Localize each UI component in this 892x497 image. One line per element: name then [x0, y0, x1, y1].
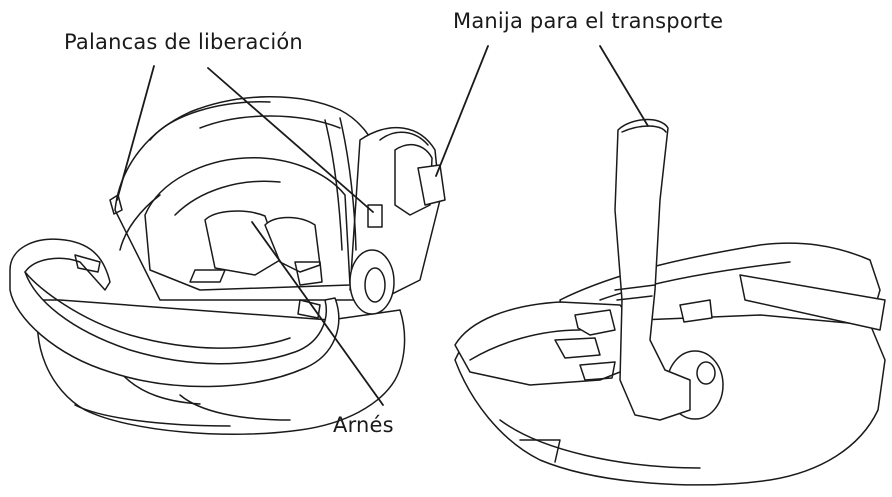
leader-handle-upper	[599, 45, 649, 127]
right-car-seat	[454, 118, 886, 486]
leader-release-right	[207, 67, 374, 213]
leader-release-left	[116, 65, 155, 201]
leader-lines	[116, 45, 649, 406]
left-car-seat	[9, 96, 446, 435]
harness-label: Arnés	[333, 413, 394, 437]
carry-handle-label: Manija para el transporte	[453, 9, 724, 33]
left-seat-rim	[9, 238, 340, 388]
leader-handle-lower	[435, 45, 489, 177]
release-levers-label: Palancas de liberación	[64, 30, 303, 54]
leader-harness	[251, 221, 384, 406]
carry-handle	[614, 118, 691, 421]
